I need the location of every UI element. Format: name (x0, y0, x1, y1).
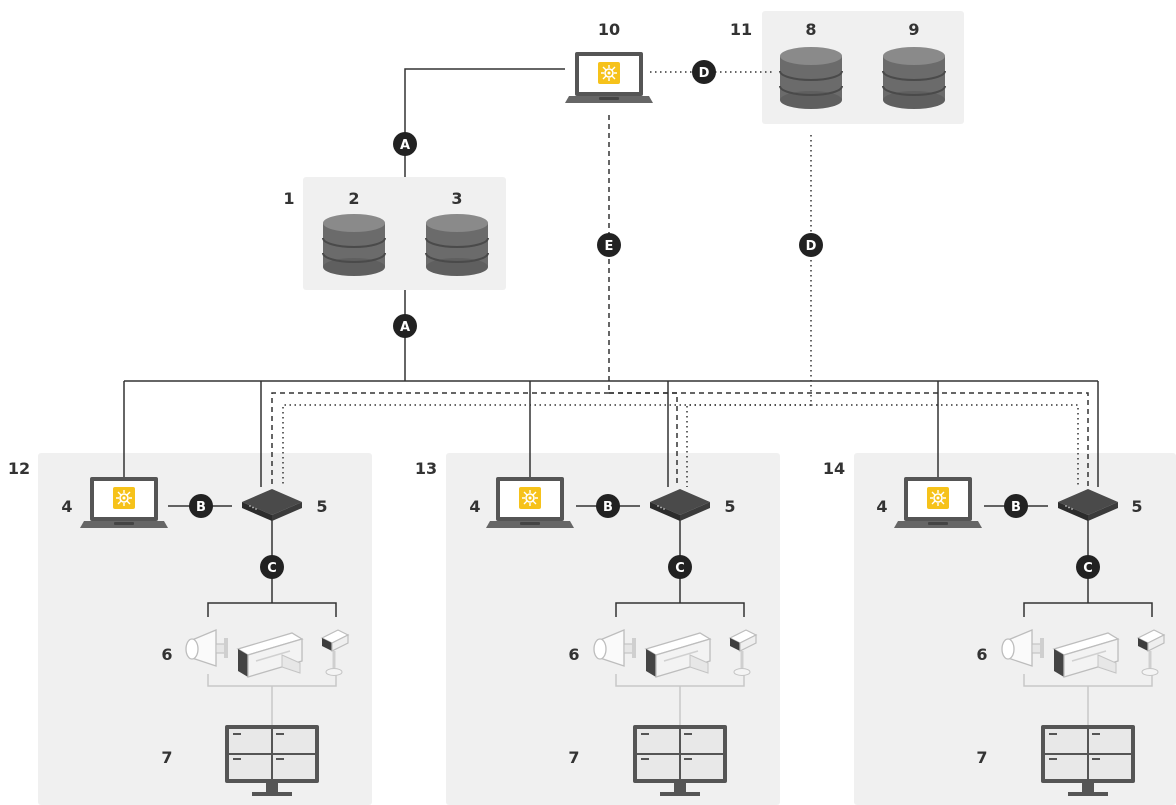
solid-links (123, 68, 1099, 487)
site-12-callout-7: 7 (161, 748, 172, 767)
badge-a-bottom: A (393, 314, 417, 338)
site-14-callout-5: 5 (1131, 497, 1142, 516)
badge-a-top: A (393, 132, 417, 156)
database-3-icon (425, 213, 489, 277)
badge-e: E (597, 233, 621, 257)
svg-text:A: A (400, 138, 410, 153)
site-panel-12 (38, 453, 372, 805)
badge-c-site-13: C (668, 555, 692, 579)
badge-b-site-12: B (189, 494, 213, 518)
monitor-links (207, 674, 1153, 725)
database-9-icon (882, 46, 946, 110)
callout-13: 13 (415, 459, 437, 478)
svg-text:C: C (675, 561, 685, 576)
badge-b-site-14: B (1004, 494, 1028, 518)
site-12-callout-4: 4 (61, 497, 72, 516)
site-14-callout-4: 4 (876, 497, 887, 516)
site-12-laptop-icon (79, 476, 169, 529)
callout-2: 2 (348, 189, 359, 208)
site-panel-14 (854, 453, 1176, 805)
badge-d-mid: D (799, 233, 823, 257)
callout-12: 12 (8, 459, 30, 478)
database-8-icon (779, 46, 843, 110)
site-12-callout-6: 6 (161, 645, 172, 664)
badge-b-site-13: B (596, 494, 620, 518)
svg-text:E: E (605, 239, 614, 254)
badge-c-site-14: C (1076, 555, 1100, 579)
site-panel-13 (446, 453, 780, 805)
site-13-callout-4: 4 (469, 497, 480, 516)
svg-text:A: A (400, 320, 410, 335)
callout-1: 1 (283, 189, 294, 208)
badge-c-site-12: C (260, 555, 284, 579)
site-14-callout-6: 6 (976, 645, 987, 664)
site-13-callout-6: 6 (568, 645, 579, 664)
svg-text:B: B (196, 500, 206, 515)
site-13-callout-7: 7 (568, 748, 579, 767)
badge-d-top: D (692, 60, 716, 84)
svg-text:B: B (1011, 500, 1021, 515)
callout-10: 10 (598, 20, 620, 39)
svg-text:C: C (1083, 561, 1093, 576)
database-2-icon (322, 213, 386, 277)
dashed-links (271, 115, 1089, 487)
site-13-laptop-icon (485, 476, 575, 529)
callout-11: 11 (730, 20, 752, 39)
dotted-links (282, 71, 1079, 487)
site-links (168, 505, 1153, 617)
site-14-callout-7: 7 (976, 748, 987, 767)
callout-8: 8 (805, 20, 816, 39)
site-13-callout-5: 5 (724, 497, 735, 516)
callout-14: 14 (823, 459, 845, 478)
site-12-callout-5: 5 (316, 497, 327, 516)
svg-text:D: D (806, 239, 817, 254)
svg-text:B: B (603, 500, 613, 515)
svg-text:C: C (267, 561, 277, 576)
svg-text:D: D (699, 66, 710, 81)
site-14-laptop-icon (893, 476, 983, 529)
callout-3: 3 (451, 189, 462, 208)
callout-9: 9 (908, 20, 919, 39)
remote-client-laptop-icon (564, 51, 654, 104)
